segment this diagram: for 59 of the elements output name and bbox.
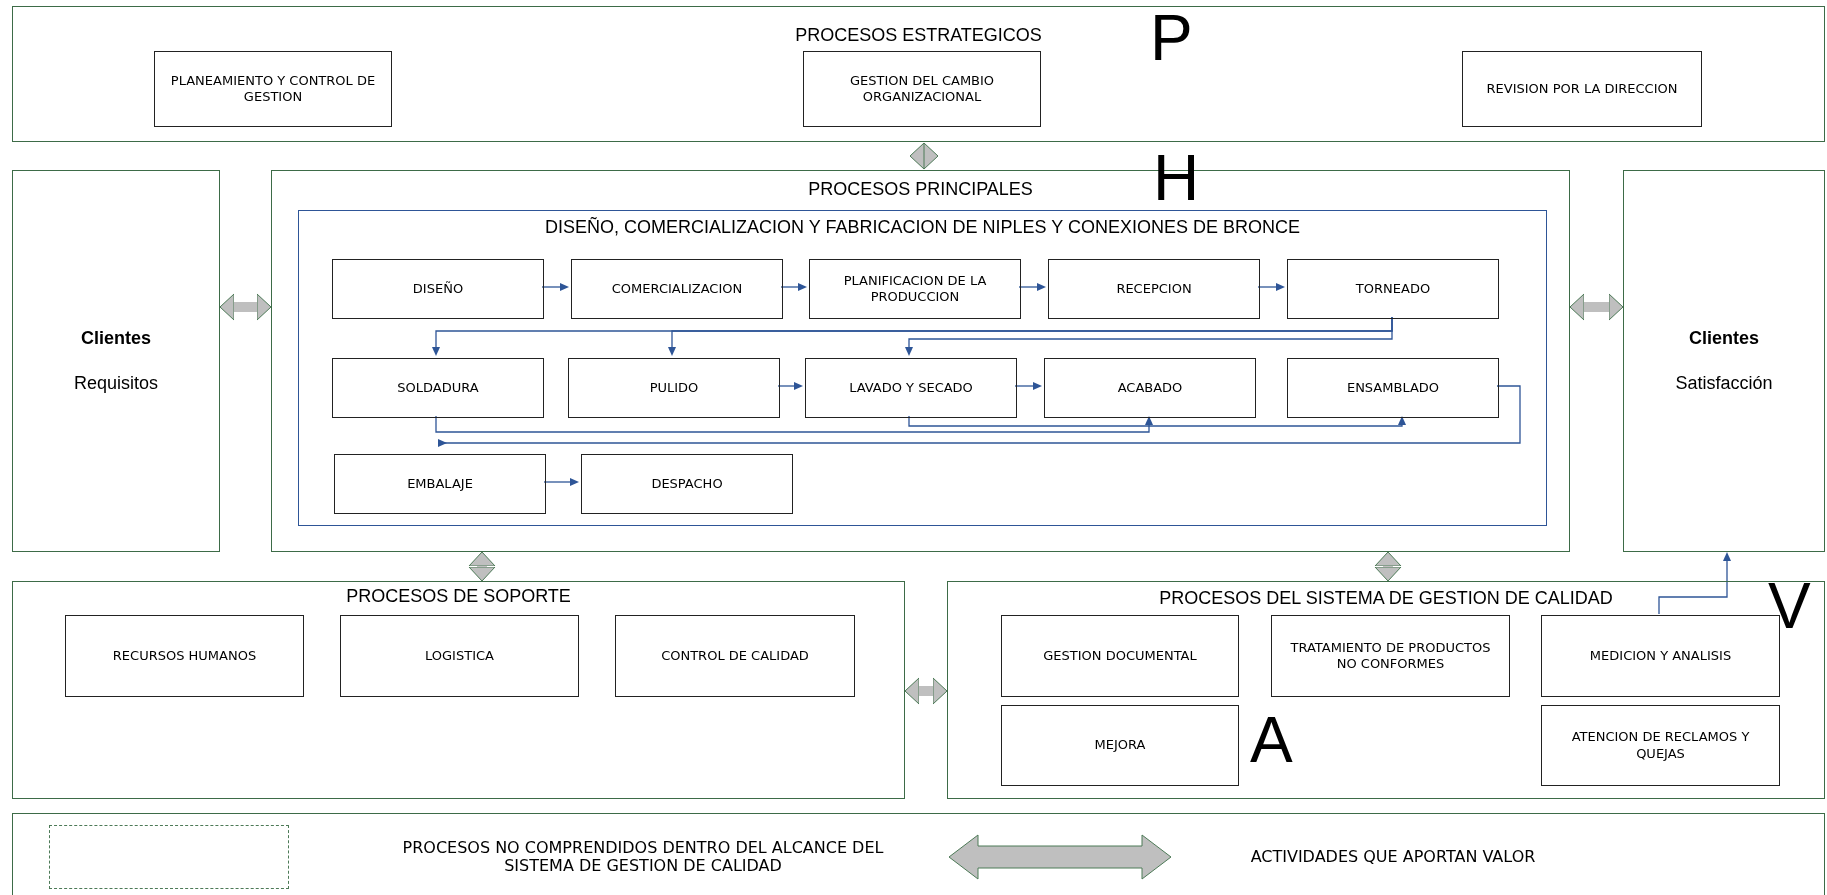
process-group-panel: [947, 581, 1825, 799]
pdca-letter: P: [1150, 10, 1193, 68]
process-box: CONTROL DE CALIDAD: [615, 615, 855, 697]
arrow: [908, 415, 1406, 427]
pdca-letter: A: [1250, 712, 1293, 770]
arrow: [777, 382, 803, 390]
arrow: [543, 478, 579, 486]
process-box: PULIDO: [568, 358, 780, 418]
group-title: DISEÑO, COMERCIALIZACION Y FABRICACION DE NIPLES Y CONEXIONES DE BRONCE: [545, 217, 1300, 238]
panel-text: Requisitos: [73, 373, 158, 394]
process-box: DESPACHO: [581, 454, 793, 514]
process-box: PLANEAMIENTO Y CONTROL DE GESTION: [154, 51, 392, 127]
group-title: PROCESOS DEL SISTEMA DE GESTION DE CALIDAD: [1159, 588, 1613, 609]
double-arrow: [468, 551, 496, 582]
double-arrow: [1569, 293, 1624, 321]
panel-text: Satisfacción: [1675, 373, 1773, 394]
process-box: LAVADO Y SECADO: [805, 358, 1017, 418]
process-box: LOGISTICA: [340, 615, 579, 697]
process-box: EMBALAJE: [334, 454, 546, 514]
arrow: [905, 316, 1393, 356]
arrow: [1018, 283, 1046, 291]
panel-heading: Clientes: [1689, 328, 1759, 349]
legend-text: ACTIVIDADES QUE APORTAN VALOR: [1249, 845, 1537, 868]
process-box: MEDICION Y ANALISIS: [1541, 615, 1780, 697]
arrow: [1257, 283, 1285, 291]
process-box: SOLDADURA: [332, 358, 544, 418]
process-group-panel: [12, 581, 905, 799]
process-box: GESTION DEL CAMBIO ORGANIZACIONAL: [803, 51, 1041, 127]
group-title: PROCESOS PRINCIPALES: [808, 179, 1033, 200]
process-box: RECURSOS HUMANOS: [65, 615, 304, 697]
arrow: [1658, 552, 1731, 615]
process-box: ENSAMBLADO: [1287, 358, 1499, 418]
process-group-panel: [298, 210, 1547, 526]
process-box: MEJORA: [1001, 705, 1239, 786]
arrow: [435, 415, 1153, 433]
process-group-panel: [12, 6, 1825, 142]
process-box: COMERCIALIZACION: [571, 259, 783, 319]
process-box: PLANIFICACION DE LA PRODUCCION: [809, 259, 1021, 319]
process-box: GESTION DOCUMENTAL: [1001, 615, 1239, 697]
group-title: PROCESOS ESTRATEGICOS: [795, 25, 1042, 46]
double-arrow: [219, 293, 272, 321]
group-title: PROCESOS DE SOPORTE: [346, 586, 571, 607]
process-box: REVISION POR LA DIRECCION: [1462, 51, 1702, 127]
arrow: [1014, 382, 1042, 390]
double-arrow: [910, 142, 938, 170]
double-arrow: [904, 677, 948, 705]
stakeholder-panel: [1623, 170, 1825, 552]
process-box: TORNEADO: [1287, 259, 1499, 319]
panel-heading: Clientes: [81, 328, 151, 349]
double-arrow: [1374, 551, 1402, 582]
legend-text: PROCESOS NO COMPRENDIDOS DENTRO DEL ALCANCE DEL SISTEMA DE GESTION DE CALIDAD: [401, 836, 885, 877]
process-box: ACABADO: [1044, 358, 1256, 418]
arrow: [780, 283, 807, 291]
arrow: [541, 283, 569, 291]
process-box: DISEÑO: [332, 259, 544, 319]
process-box: TRATAMIENTO DE PRODUCTOS NO CONFORMES: [1271, 615, 1510, 697]
process-box: RECEPCION: [1048, 259, 1260, 319]
stakeholder-panel: [12, 170, 220, 552]
process-box: ATENCION DE RECLAMOS Y QUEJAS: [1541, 705, 1780, 786]
